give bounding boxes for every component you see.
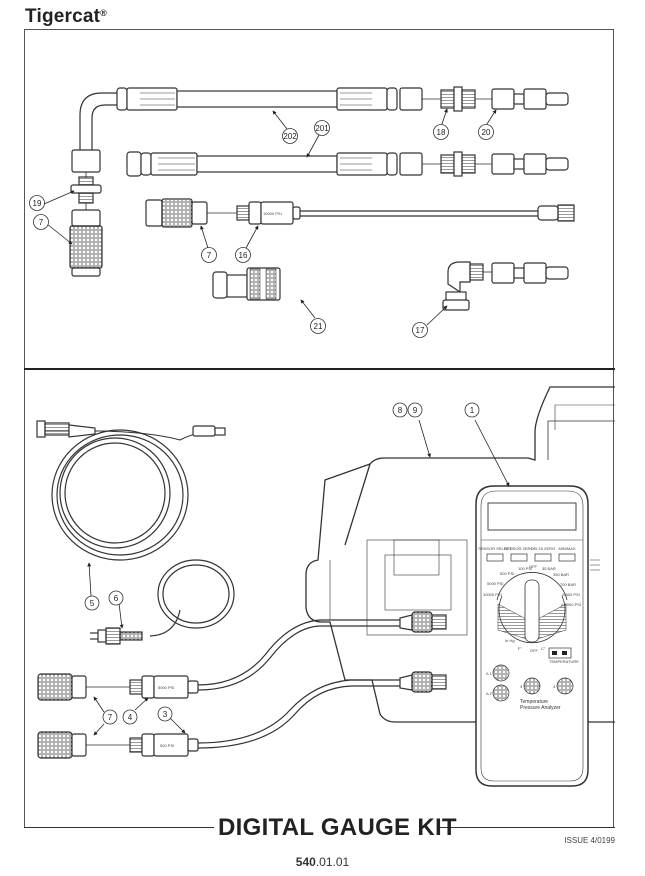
page-number-section: 540 xyxy=(295,855,316,869)
digital-meter-1 xyxy=(475,485,600,787)
page-number: 540.01.01 xyxy=(0,855,645,869)
pressure-sensor-3 xyxy=(129,733,199,757)
svg-text:20: 20 xyxy=(482,128,491,137)
adapter-18-row1 xyxy=(422,86,492,112)
dial-label: Δ 5000 PSI xyxy=(561,602,581,607)
dial-label: Δ 500 PSI xyxy=(562,592,580,597)
svg-text:19: 19 xyxy=(33,199,42,208)
issue-label: ISSUE 4/0199 xyxy=(564,836,615,845)
callout-5: 5 xyxy=(84,595,100,611)
dial-label: C° xyxy=(541,646,546,651)
brand-logo: Tigercat® xyxy=(25,6,107,28)
callout-7: 7 xyxy=(102,709,118,725)
svg-text:8: 8 xyxy=(398,406,403,415)
callout-201: 201 xyxy=(314,120,330,136)
port-label: 3 xyxy=(520,684,523,689)
svg-text:6: 6 xyxy=(114,594,119,603)
svg-text:4: 4 xyxy=(128,713,133,722)
port-label: Δ 1 xyxy=(486,671,493,676)
quick-coupler-7-lower xyxy=(37,731,130,759)
callout-17: 17 xyxy=(412,322,428,338)
meter-button-label: SENSOR SELECT xyxy=(478,546,512,551)
fitting-19 xyxy=(70,172,102,210)
frame-bottom-left xyxy=(24,827,214,828)
meter-button-label: MIN/MAX xyxy=(558,546,575,551)
dial-label: 35 BAR xyxy=(542,566,556,571)
port-label: 4 xyxy=(553,684,556,689)
sensor-3-label: 500 PSI xyxy=(160,743,174,748)
sensor-16-label: 10000 PSI xyxy=(263,211,282,216)
dial-label: OFF xyxy=(530,648,539,653)
meter-button-label: DELTA ZERO xyxy=(531,546,555,551)
svg-text:201: 201 xyxy=(315,124,329,133)
dial-label: 100 PSI xyxy=(518,566,532,571)
dial-label: F° xyxy=(518,646,522,651)
svg-text:21: 21 xyxy=(314,322,323,331)
dial-label: 700 BAR xyxy=(560,582,576,587)
callout-19: 19 xyxy=(29,195,45,211)
meter-name-line1: Temperature xyxy=(520,699,548,705)
port-label: Δ 2 xyxy=(486,691,493,696)
meter-labels: SENSOR SELECT SENSOR ZERO DELTA ZERO MIN… xyxy=(478,546,581,711)
svg-text:9: 9 xyxy=(413,406,418,415)
thermocouple-probe-6 xyxy=(90,559,235,645)
callout-6: 6 xyxy=(108,590,124,606)
svg-text:7: 7 xyxy=(207,251,212,260)
registered-mark: ® xyxy=(100,8,108,18)
svg-text:202: 202 xyxy=(283,132,297,141)
elbow-fitting-17 xyxy=(442,261,569,311)
dial-label: 5000 PSI xyxy=(487,581,503,586)
quick-coupler-7-upper xyxy=(37,673,130,701)
coupler-21 xyxy=(212,267,281,301)
coiled-cable-5 xyxy=(36,420,226,561)
svg-text:17: 17 xyxy=(416,326,425,335)
meter-name-line2: Pressure Analyzer xyxy=(520,705,561,711)
leader-lines xyxy=(43,108,510,736)
svg-text:16: 16 xyxy=(239,251,248,260)
page-title: DIGITAL GAUGE KIT xyxy=(218,814,457,841)
page-number-rest: .01.01 xyxy=(315,855,350,869)
dial-label: 10000 PSI xyxy=(483,592,502,597)
brand-name: Tigercat xyxy=(25,6,101,27)
dial-label: 500 PSI xyxy=(500,571,514,576)
hose-202 xyxy=(71,87,423,173)
svg-text:5: 5 xyxy=(90,599,95,608)
meter-button-label: SENSOR ZERO xyxy=(504,546,533,551)
dial-label: 350 BAR xyxy=(553,572,569,577)
callout-4: 4 xyxy=(122,709,138,725)
quick-coupler-7-horizontal xyxy=(145,198,237,228)
dial-label: OFF xyxy=(529,564,538,569)
svg-text:7: 7 xyxy=(39,218,44,227)
callout-1: 1 xyxy=(464,402,480,418)
diagram-frame xyxy=(24,29,614,828)
quick-coupler-7-vertical xyxy=(69,209,103,277)
callout-9: 9 xyxy=(407,402,423,418)
callout-202: 202 xyxy=(282,128,298,144)
carrying-case-8-9 xyxy=(305,386,615,723)
coupler-20-row1 xyxy=(491,88,569,110)
callout-8: 8 xyxy=(392,402,408,418)
svg-text:18: 18 xyxy=(437,128,446,137)
svg-text:1: 1 xyxy=(470,406,475,415)
hose-201 xyxy=(126,151,569,177)
callout-3: 3 xyxy=(157,706,173,722)
frame-bottom-right xyxy=(440,827,615,828)
svg-text:7: 7 xyxy=(108,713,113,722)
dial-label: In Hg xyxy=(505,638,515,643)
callout-20: 20 xyxy=(478,124,494,140)
callout-7: 7 xyxy=(33,214,49,230)
temperature-label: TEMPERATURE xyxy=(549,659,579,664)
svg-text:3: 3 xyxy=(163,710,168,719)
pressure-sensor-4 xyxy=(129,675,199,699)
panel-divider xyxy=(24,368,615,370)
callout-16: 16 xyxy=(235,247,251,263)
callout-7: 7 xyxy=(201,247,217,263)
callout-18: 18 xyxy=(433,124,449,140)
pressure-sensor-16 xyxy=(236,201,575,225)
sensor-cables xyxy=(197,611,447,749)
callout-21: 21 xyxy=(310,318,326,334)
sensor-4-label: 5000 PSI xyxy=(158,685,174,690)
